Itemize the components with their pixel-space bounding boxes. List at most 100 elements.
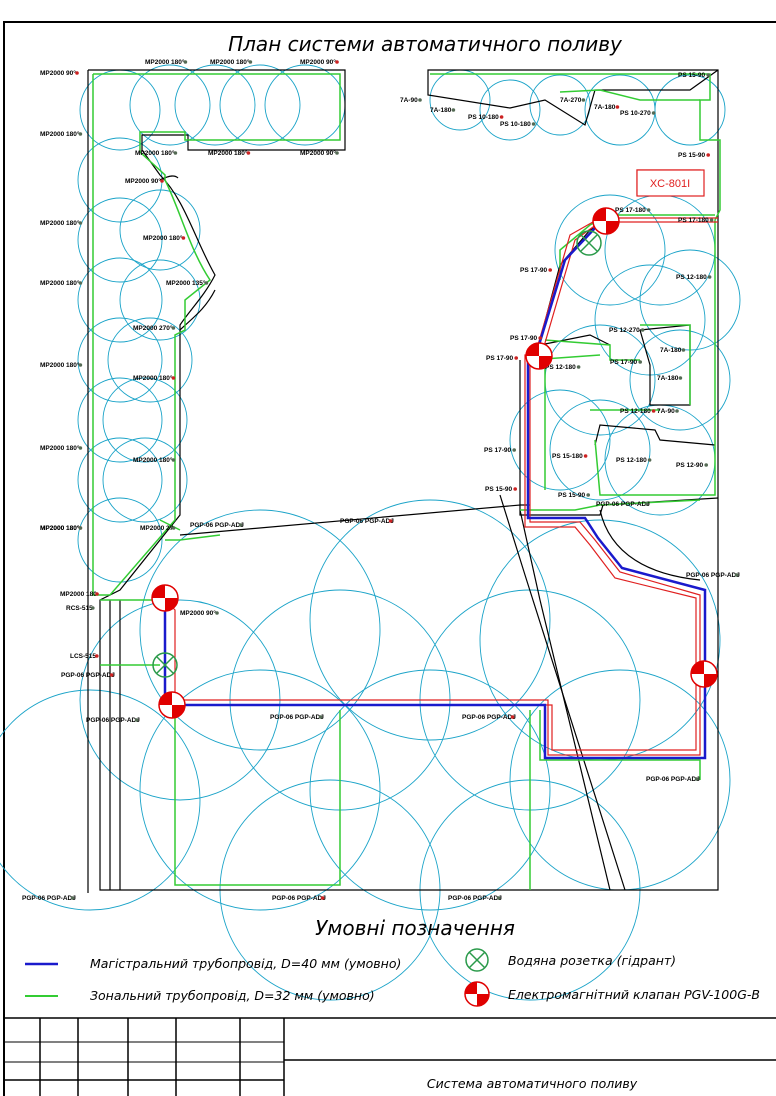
sprinkler-head (70, 896, 75, 900)
sprinkler-head (709, 218, 714, 222)
sprinkler-head (538, 336, 542, 340)
hydrant-icon (152, 652, 178, 678)
legend-hydrant-label: Водяна розетка (гідрант) (508, 953, 676, 968)
sprinkler-label: PS 12-180 (545, 364, 576, 371)
legend-main-pipe-label: Магістральний трубопровід, D=40 мм (умов… (90, 956, 401, 971)
spray-arc (139, 669, 381, 911)
sprinkler-head (576, 365, 581, 369)
sprinkler-label: PGP-06 PGP-ADJ (190, 522, 244, 529)
sprinkler-label: MP2000 180° (208, 149, 248, 157)
sprinkler-label: PS 17-180 (678, 217, 709, 224)
sprinkler-label: 7A-180 (594, 104, 616, 111)
spray-arc (554, 194, 666, 306)
sprinkler-head (238, 523, 243, 527)
sprinkler-head (204, 281, 209, 285)
valves (151, 207, 718, 719)
legend: Умовні позначення Магістральний трубопро… (25, 916, 760, 1007)
sprinkler-head (583, 454, 588, 458)
sprinkler-label: MP2000 180° (210, 58, 250, 66)
sprinkler-head (320, 896, 325, 900)
sprinkler-label: PS 15-90 (485, 486, 512, 493)
spray-arc (129, 64, 211, 146)
sprinkler-label: MP2000 180° (40, 524, 80, 532)
sprinkler-label: MP2000 90° (125, 177, 161, 185)
sprinkler-label: PGP-06 PGP-ADJ (86, 717, 140, 724)
sprinkler-head (246, 151, 251, 155)
sprinkler-label: MP2000 90° (180, 609, 216, 617)
sprinkler-head (706, 73, 710, 77)
sprinkler-label: MP2000 180° (40, 444, 80, 452)
sprinkler-head (248, 60, 253, 64)
sprinkler-label: MP2000 90° (300, 149, 336, 157)
sprinkler-head (644, 502, 649, 506)
sprinkler-head (183, 60, 188, 64)
sprinkler-head (171, 326, 176, 330)
sprinkler-head (651, 111, 656, 115)
sprinkler-head (78, 132, 83, 136)
sprinkler-label: MP2000 270° (133, 324, 173, 332)
spray-arc (174, 64, 256, 146)
sprinkler-label: MP2000 180 (60, 591, 97, 598)
controller-box (636, 169, 705, 197)
sheet-frame (3, 21, 776, 1096)
sprinkler-head (335, 60, 339, 64)
sprinkler-head (95, 592, 99, 596)
spray-arc (119, 189, 201, 271)
sprinkler-label: MP2000 180° (135, 149, 175, 157)
sprinkler-head (694, 777, 699, 781)
controller-xc801i: XC-801I (636, 169, 705, 197)
spray-arc (102, 377, 188, 463)
valve-icon (525, 342, 553, 370)
sprinkler-head (109, 673, 114, 677)
sprinkler-head (78, 221, 83, 225)
sprinkler-label: 7A-90 (657, 408, 675, 415)
spray-arc (77, 437, 163, 523)
sprinkler-label: MP2000 90° (40, 69, 76, 77)
sprinkler-label: 7A-180 (430, 107, 452, 114)
sprinkler-head (95, 654, 99, 658)
sprinkler-head (647, 458, 652, 462)
sprinkler-label: MP2000 180° (133, 374, 173, 382)
sprinkler-head (510, 715, 515, 719)
sprinkler-label: PS 12-180 (620, 408, 651, 415)
controller-label: XC-801I (650, 178, 690, 190)
zone-pipe-mp2000 (92, 73, 341, 596)
sprinkler-label: MP2000 135° (166, 279, 206, 287)
sprinkler-label: PS 10-180 (468, 114, 499, 121)
sprinkler-head (134, 718, 139, 722)
sprinkler-head (451, 108, 456, 112)
sprinkler-label: PS 12-270 (609, 327, 640, 334)
spray-arc (309, 499, 551, 741)
legend-zone-pipe-label: Зональний трубопровід, D=32 мм (умовно) (90, 988, 375, 1003)
sprinkler-label: PGP-06 PGP-ADJ (61, 672, 115, 679)
sprinkler-head (418, 98, 422, 102)
sprinkler-label: 7A-270 (560, 97, 582, 104)
sprinkler-label: RCS-515 (66, 605, 93, 612)
legend-valve-icon (464, 981, 490, 1007)
sprinkler-head (171, 526, 176, 530)
legend-valve-label: Електромагнітний клапан PGV-100G-B (508, 987, 760, 1002)
sprinkler-label: PS 12-90 (676, 462, 703, 469)
site-outline (87, 69, 719, 893)
spray-arc (0, 689, 201, 911)
outer-boundary (88, 69, 719, 891)
sprinkler-label: PS 15-90 (558, 492, 585, 499)
spray-arc (479, 519, 721, 761)
sprinkler-label: PS 17-180 (615, 207, 646, 214)
sprinkler-head (734, 573, 739, 577)
sprinkler-label: MP2000 27 (140, 525, 174, 532)
zone-pipe-ps (430, 73, 721, 496)
sprinkler-head (581, 98, 586, 102)
sprinkler-label: MP2000 90° (300, 58, 336, 66)
inner-bed (639, 324, 691, 406)
sprinkler-head (496, 896, 501, 900)
sprinkler-label: PS 10-180 (500, 121, 531, 128)
sprinkler-label: LCS-515 (70, 653, 96, 660)
sprinkler-label: PS 10-270 (620, 110, 651, 117)
spray-arc (309, 669, 551, 911)
spray-arc (629, 329, 731, 431)
sprinkler-label: 7A-180 (660, 347, 682, 354)
sprinkler-label: PS 15-180 (552, 453, 583, 460)
legend-title: Умовні позначення (315, 916, 515, 940)
sprinkler-label: MP2000 180° (133, 456, 173, 464)
